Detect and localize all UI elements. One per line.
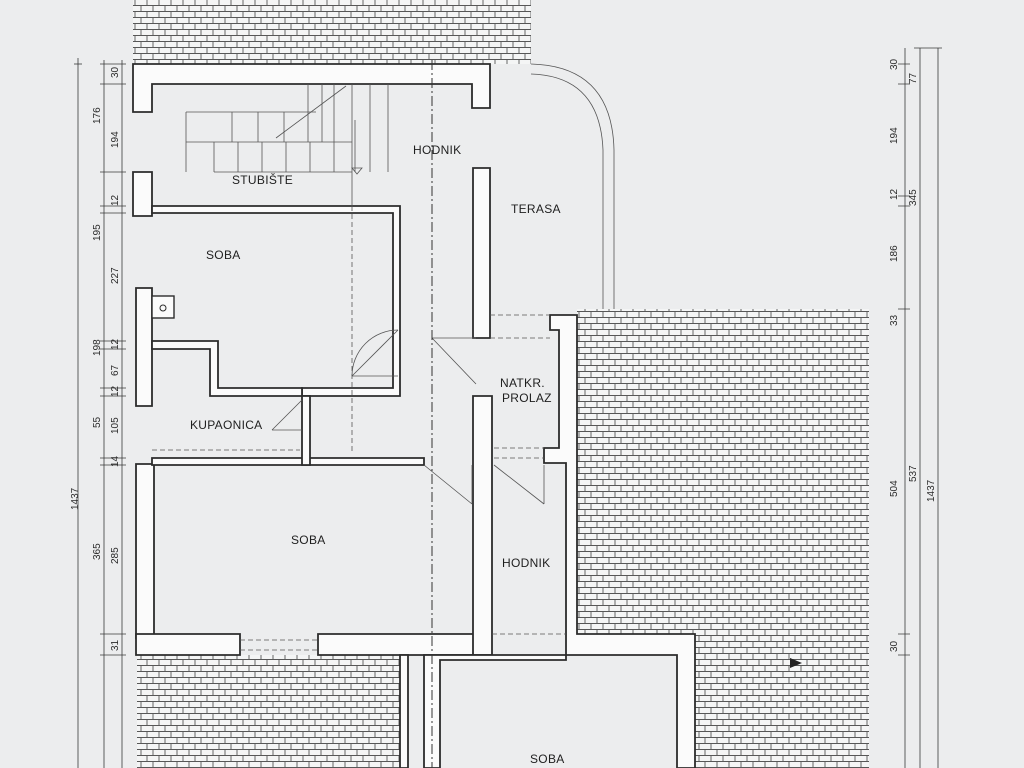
hodnik-right-wall [472, 167, 491, 339]
dim-left-285: 285 [110, 547, 121, 564]
dim-right-12: 12 [889, 188, 900, 200]
doors [271, 329, 545, 505]
label-soba-3: SOBA [530, 752, 565, 766]
dim-right-30a: 30 [889, 58, 900, 70]
wall-left-lower [135, 463, 155, 639]
label-soba-1: SOBA [206, 248, 241, 262]
roof-right [577, 309, 869, 634]
terrace-curve-inner [530, 73, 604, 309]
label-hodnik-top: HODNIK [413, 143, 461, 157]
soba3-left-wall [423, 654, 567, 768]
roof-top [133, 0, 531, 64]
label-natkr-1: NATKR. [500, 376, 545, 390]
marker-arrow [790, 658, 802, 668]
dim-left-12c: 12 [110, 385, 121, 397]
dim-left-1437: 1437 [70, 487, 81, 510]
label-hodnik-bottom: HODNIK [502, 556, 550, 570]
hodnik-right-wall-lower [472, 395, 493, 656]
wall-bottom [135, 633, 241, 656]
dim-right-1437: 1437 [926, 479, 937, 502]
dims-left-inner: 30 194 12 195 12 67 12 105 14 285 31 [92, 66, 121, 651]
bottom-left-wall [399, 654, 409, 768]
dim-left-365: 365 [92, 543, 103, 560]
dim-left-12a: 12 [110, 194, 121, 206]
dim-right-30b: 30 [889, 640, 900, 652]
wall-left-upper [132, 171, 153, 217]
dim-right-194: 194 [889, 127, 900, 144]
opening-lines [152, 314, 566, 651]
dimension-lines-left [74, 58, 126, 768]
label-natkr-2: PROLAZ [502, 391, 552, 405]
dim-right-504: 504 [889, 480, 900, 497]
dim-left-31: 31 [110, 639, 121, 651]
label-terasa: TERASA [511, 202, 561, 216]
dim-right-186: 186 [889, 245, 900, 262]
kupaonica-stub [301, 395, 311, 466]
wall-bottom-mid [317, 633, 491, 656]
label-kupaonica: KUPAONICA [190, 418, 263, 432]
wall-left-mid [135, 287, 153, 407]
staircase [185, 84, 389, 454]
dims-left-outer: 176 227 198 55 365 1437 [70, 107, 121, 560]
dim-left-195: 195 [92, 224, 103, 241]
roof-bottom-left [137, 655, 401, 768]
dims-right-outer: 77 345 537 1437 [908, 72, 937, 502]
dim-left-198: 198 [92, 339, 103, 356]
dim-left-14: 14 [110, 455, 121, 467]
dim-left-194: 194 [110, 131, 121, 148]
chimney [151, 295, 175, 319]
terrace-curve [530, 63, 615, 309]
dim-right-537: 537 [908, 465, 919, 482]
dim-left-176: 176 [92, 107, 103, 124]
dim-left-12b: 12 [110, 338, 121, 350]
outer-wall-top-left [132, 63, 491, 113]
kupaonica-lower [151, 457, 425, 466]
dim-left-105: 105 [110, 417, 121, 434]
roof-bottom-right [695, 634, 869, 768]
dimension-lines-right [898, 47, 942, 768]
dim-right-77: 77 [908, 72, 919, 84]
dim-left-67: 67 [110, 364, 121, 376]
dims-right-inner: 30 194 12 186 33 504 30 [889, 58, 900, 652]
dim-left-55: 55 [92, 416, 103, 428]
dim-left-30: 30 [110, 66, 121, 78]
label-stubiste: STUBIŠTE [232, 172, 293, 187]
dim-right-33: 33 [889, 314, 900, 326]
dim-left-227: 227 [110, 267, 121, 284]
label-soba-2: SOBA [291, 533, 326, 547]
chimney-flue [159, 304, 167, 312]
dim-right-345: 345 [908, 189, 919, 206]
